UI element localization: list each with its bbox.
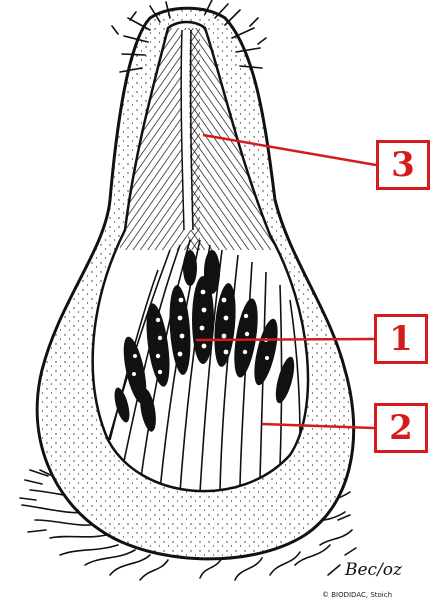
artist-signature: Bec/oz (345, 560, 402, 580)
leader-line-1 (196, 339, 374, 340)
copyright-notice: © BIODIDAC, Stoich (322, 591, 392, 599)
callout-label-3: 3 (376, 140, 430, 190)
callout-label-2: 2 (374, 403, 428, 453)
callout-label-1: 1 (374, 314, 428, 364)
